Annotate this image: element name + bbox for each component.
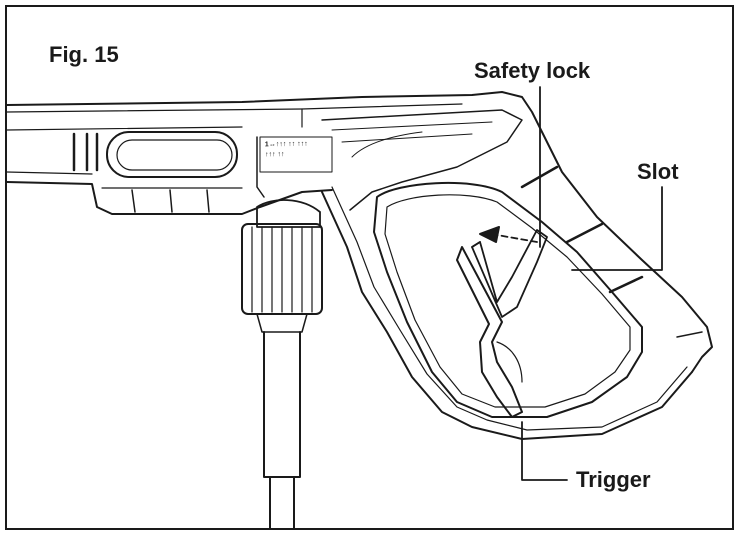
gun-body [7,91,713,373]
housing-marking [259,136,333,173]
housing-marking-text: 1↔↑↑↑ ↑↑ ↑↑↑ ↑↑↑ ↑↑ [265,140,308,161]
movement-arrow [479,226,538,243]
spray-gun-illustration [7,86,713,528]
hose-connector [241,199,323,528]
marking-line-2: ↑↑↑ ↑↑ [265,151,285,159]
callout-safety-lock: Safety lock [474,58,591,83]
marking-line-1: 1↔↑↑↑ ↑↑ ↑↑↑ [264,140,308,149]
figure-title: Fig. 15 [49,42,119,67]
trigger-part [456,246,523,418]
callout-trigger: Trigger [576,467,651,492]
callout-slot: Slot [637,159,679,184]
leader-trigger [521,421,568,481]
leader-lines [521,86,663,481]
figure-frame: Fig. 15 Safety lock Slot Trigger 1↔↑↑↑ ↑… [5,5,734,530]
leader-slot [571,186,663,271]
safety-lock-part [471,229,548,318]
gun-handle [321,109,703,440]
